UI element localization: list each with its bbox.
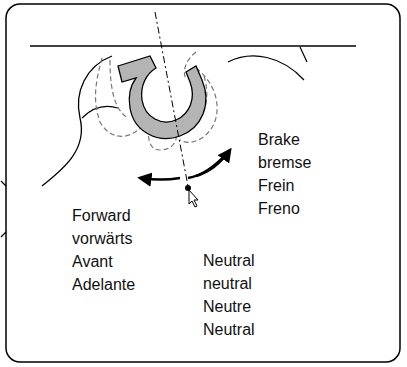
position-label: Neutral neutral Neutre Neutral (203, 249, 255, 341)
housing-outline (82, 106, 118, 118)
pivot-dot (185, 185, 191, 191)
movement-arrow (196, 150, 230, 176)
pointer-cursor (189, 190, 198, 207)
lever-axis (155, 12, 188, 186)
position-label: Brake bremse Frein Freno (258, 128, 311, 220)
alternate-position (96, 52, 218, 150)
callout-frame (6, 4, 400, 362)
housing-outline (42, 56, 112, 186)
callout-pointer (1, 181, 6, 237)
housing-outline (300, 47, 307, 62)
housing-outline (228, 56, 304, 80)
position-label: Forward vorwärts Avant Adelante (72, 204, 135, 296)
handlebar-edge (30, 45, 356, 46)
shift-lever (118, 56, 206, 138)
